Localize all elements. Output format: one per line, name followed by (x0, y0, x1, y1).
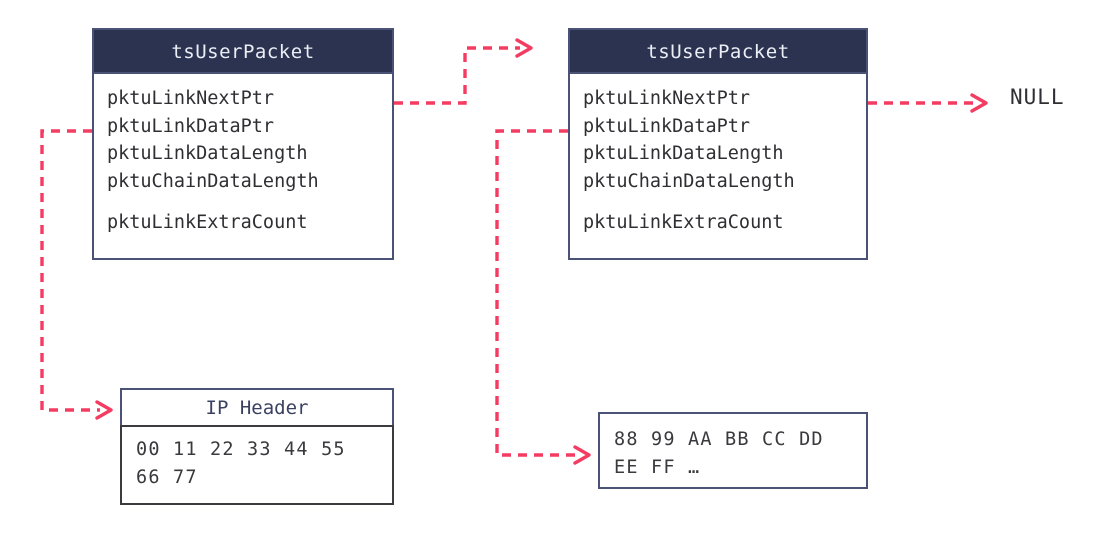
ip-header-buffer: IP Header 00 11 22 33 44 55 66 77 (120, 388, 394, 505)
payload-buffer-body: 88 99 AA BB CC DD EE FF … (600, 414, 866, 487)
packet-struct-2: tsUserPacket pktuLinkNextPtr pktuLinkDat… (568, 28, 868, 260)
packet-struct-1: tsUserPacket pktuLinkNextPtr pktuLinkDat… (92, 28, 394, 260)
ip-header-buffer-title: IP Header (122, 390, 392, 427)
field-pktuLinkNextPtr: pktuLinkNextPtr (583, 88, 751, 109)
payload-buffer-line: 88 99 AA BB CC DD (614, 429, 824, 450)
field-pktuLinkExtraCount: pktuLinkExtraCount (107, 212, 308, 233)
packet-struct-2-header: tsUserPacket (570, 30, 866, 74)
packet-struct-1-fields: pktuLinkNextPtr pktuLinkDataPtr pktuLink… (94, 74, 392, 237)
field-pktuChainDataLength: pktuChainDataLength (107, 170, 319, 192)
payload-buffer: 88 99 AA BB CC DD EE FF … (598, 412, 868, 489)
arrow-packet2-next-ptr-to-null (868, 93, 988, 113)
ip-header-buffer-body: 00 11 22 33 44 55 66 77 (120, 425, 394, 505)
ip-header-buffer-line: 66 77 (136, 467, 198, 488)
field-pktuLinkDataLength: pktuLinkDataLength (107, 143, 308, 164)
ip-header-buffer-line: 00 11 22 33 44 55 (136, 439, 346, 460)
field-pktuLinkDataLength: pktuLinkDataLength (583, 143, 784, 164)
field-pktuLinkNextPtr: pktuLinkNextPtr (107, 88, 275, 109)
packet-struct-1-header: tsUserPacket (94, 30, 392, 74)
arrow-packet1-next-ptr-to-packet2 (394, 38, 533, 105)
field-pktuLinkDataPtr: pktuLinkDataPtr (107, 115, 275, 137)
field-pktuLinkExtraCount: pktuLinkExtraCount (583, 212, 784, 233)
field-pktuLinkDataPtr: pktuLinkDataPtr (583, 115, 751, 137)
packet-struct-2-fields: pktuLinkNextPtr pktuLinkDataPtr pktuLink… (570, 74, 866, 237)
null-terminator-label: NULL (1010, 85, 1065, 109)
field-pktuChainDataLength: pktuChainDataLength (583, 170, 795, 192)
payload-buffer-line: EE FF … (614, 457, 701, 478)
